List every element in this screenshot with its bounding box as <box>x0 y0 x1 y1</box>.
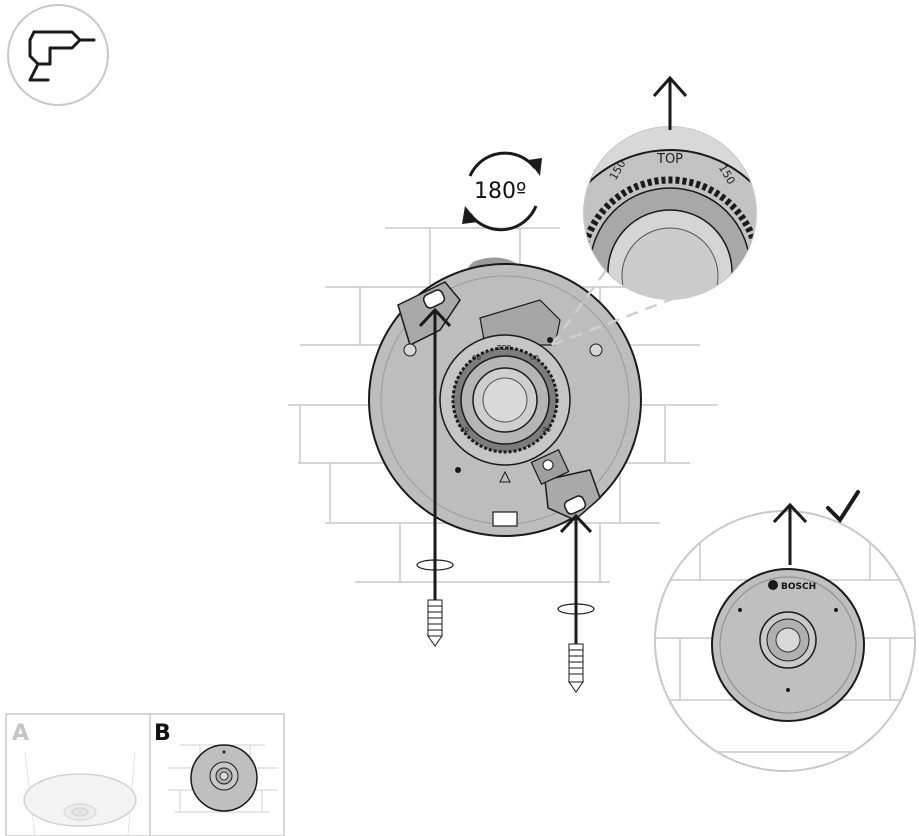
tool-badge <box>7 4 109 106</box>
result-detail: BOSCH <box>654 490 916 772</box>
rotation-label: 180º <box>474 179 526 204</box>
zoom-dial-ring <box>584 176 756 299</box>
checkmark-icon <box>826 490 860 524</box>
up-arrow-icon <box>772 502 808 524</box>
screw-icon <box>568 643 584 693</box>
dial-mark-upper-right: 00 <box>530 354 539 362</box>
screw-arrows <box>416 307 595 655</box>
brand-label: BOSCH <box>781 582 816 592</box>
rotate-arrow-icon <box>468 151 537 177</box>
up-arrow-icon <box>652 75 688 97</box>
rotate-180-indicator: 180º <box>462 151 542 232</box>
brand-logo-icon <box>768 580 778 590</box>
zoom-guides <box>550 261 681 347</box>
panel-b-label: B <box>154 721 171 746</box>
drill-icon <box>28 30 96 82</box>
zoom-detail: TOP 150 150 <box>583 75 757 300</box>
slot-top-left <box>422 289 446 309</box>
panel-b: B <box>154 721 278 813</box>
dial-mark-lower-left: 30 <box>460 426 469 434</box>
dial-mark-lower-right: 30 <box>542 426 551 434</box>
slot-bottom-right <box>563 495 587 515</box>
option-panels: A B <box>5 713 285 836</box>
dial-mark-upper-left: 00 <box>472 354 481 362</box>
panel-a: A <box>12 721 137 836</box>
panel-a-label: A <box>12 721 29 746</box>
screw-icon <box>427 599 443 647</box>
zoom-top-label: TOP <box>656 152 683 167</box>
dial-top-label: TOP <box>496 344 511 352</box>
mounting-plate: TOP 00 00 30 30 <box>368 263 642 537</box>
